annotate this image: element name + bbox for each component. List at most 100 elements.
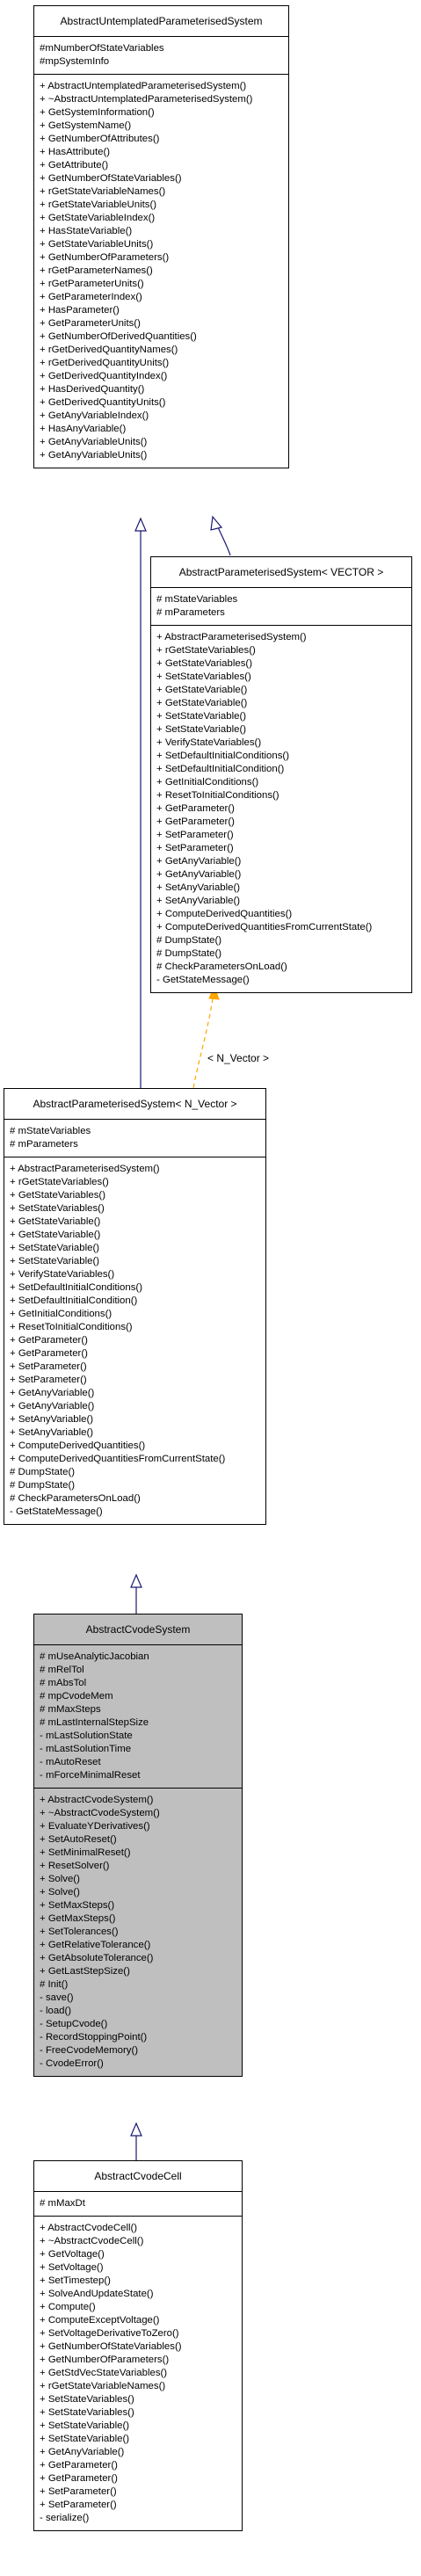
method[interactable]: + ResetToInitialConditions() <box>156 790 279 801</box>
method[interactable]: + SolveAndUpdateState() <box>40 2289 154 2299</box>
method[interactable]: + GetParameter() <box>40 2473 118 2484</box>
attribute[interactable]: # mStateVariables <box>10 1126 91 1136</box>
method[interactable]: + GetSystemInformation() <box>40 107 155 118</box>
method[interactable]: + SetParameter() <box>10 1375 87 1385</box>
method[interactable]: + EvaluateYDerivatives() <box>40 1821 150 1832</box>
attribute[interactable]: - mLastSolutionState <box>40 1731 133 1741</box>
method[interactable]: + GetStateVariables() <box>10 1190 106 1201</box>
method[interactable]: + SetStateVariables() <box>10 1203 105 1214</box>
method[interactable]: + GetAnyVariableUnits() <box>40 437 148 447</box>
method[interactable]: + GetAnyVariable() <box>156 869 242 880</box>
method[interactable]: + GetAnyVariable() <box>156 856 242 867</box>
method[interactable]: + rGetStateVariableNames() <box>40 186 166 197</box>
method[interactable]: + GetStateVariable() <box>10 1216 101 1227</box>
method[interactable]: + SetDefaultInitialConditions() <box>10 1282 143 1293</box>
method[interactable]: + GetNumberOfParameters() <box>40 2355 170 2365</box>
method[interactable]: + SetAutoReset() <box>40 1834 117 1845</box>
method[interactable]: + SetStateVariable() <box>156 724 247 735</box>
attribute[interactable]: # mLastInternalStepSize <box>40 1717 149 1728</box>
class-untemplated[interactable]: AbstractUntemplatedParameterisedSystem#m… <box>33 5 289 468</box>
attribute[interactable]: # mAbsTol <box>40 1678 87 1688</box>
method[interactable]: + rGetParameterNames() <box>40 265 153 276</box>
method[interactable]: + GetStateVariable() <box>156 685 248 695</box>
method[interactable]: # DumpState() <box>156 935 222 946</box>
method[interactable]: + ComputeDerivedQuantitiesFromCurrentSta… <box>10 1454 226 1464</box>
method[interactable]: + GetAnyVariable() <box>40 2447 125 2457</box>
method[interactable]: # DumpState() <box>10 1480 76 1491</box>
attribute[interactable]: # mpCvodeMem <box>40 1691 113 1702</box>
method[interactable]: + GetDerivedQuantityUnits() <box>40 397 166 408</box>
attribute[interactable]: # mStateVariables <box>156 594 238 605</box>
attribute[interactable]: - mLastSolutionTime <box>40 1744 132 1754</box>
method[interactable]: + GetRelativeTolerance() <box>40 1940 151 1950</box>
attribute[interactable]: # mUseAnalyticJacobian <box>40 1651 149 1662</box>
attribute[interactable]: # mParameters <box>156 607 225 618</box>
attribute[interactable]: - mForceMinimalReset <box>40 1770 141 1781</box>
method[interactable]: + SetParameter() <box>40 2486 117 2497</box>
method[interactable]: + SetTolerances() <box>40 1927 119 1937</box>
method[interactable]: - CvodeError() <box>40 2058 104 2069</box>
method[interactable]: + rGetStateVariableNames() <box>40 2381 166 2391</box>
method[interactable]: + SetStateVariable() <box>40 2434 130 2444</box>
method[interactable]: + GetAnyVariable() <box>10 1388 95 1398</box>
method[interactable]: + SetMaxSteps() <box>40 1900 115 1911</box>
method[interactable]: + GetVoltage() <box>40 2249 105 2260</box>
attribute[interactable]: # mMaxSteps <box>40 1704 101 1715</box>
method[interactable]: + SetMinimalReset() <box>40 1847 131 1858</box>
method[interactable]: + rGetDerivedQuantityUnits() <box>40 358 170 368</box>
attribute[interactable]: # mRelTol <box>40 1665 84 1675</box>
method[interactable]: + SetVoltageDerivativeToZero() <box>40 2328 179 2339</box>
method[interactable]: + SetStateVariables() <box>40 2394 134 2405</box>
attribute[interactable]: - mAutoReset <box>40 1757 101 1767</box>
method[interactable]: + SetParameter() <box>10 1361 87 1372</box>
method[interactable]: + ComputeDerivedQuantities() <box>10 1440 146 1451</box>
attribute[interactable]: #mpSystemInfo <box>40 56 110 67</box>
method[interactable]: - GetStateMessage() <box>10 1506 103 1517</box>
method[interactable]: + AbstractUntemplatedParameterisedSystem… <box>40 81 247 91</box>
attribute[interactable]: # mParameters <box>10 1139 78 1150</box>
method[interactable]: + GetParameter() <box>10 1348 88 1359</box>
method[interactable]: + rGetStateVariables() <box>156 645 256 656</box>
method[interactable]: + GetDerivedQuantityIndex() <box>40 371 168 381</box>
method[interactable]: + SetStateVariable() <box>156 711 247 722</box>
method[interactable]: + GetStateVariableUnits() <box>40 239 154 250</box>
method[interactable]: + AbstractParameterisedSystem() <box>10 1164 160 1174</box>
method[interactable]: - SetupCvode() <box>40 2019 108 2029</box>
method[interactable]: + SetAnyVariable() <box>156 896 241 906</box>
class-vector[interactable]: AbstractParameterisedSystem< VECTOR ># m… <box>150 556 412 993</box>
method[interactable]: + GetAnyVariableIndex() <box>40 410 149 421</box>
method[interactable]: + GetParameter() <box>156 803 235 814</box>
method[interactable]: + GetStateVariables() <box>156 658 253 669</box>
method[interactable]: + SetStateVariables() <box>40 2407 134 2418</box>
method[interactable]: + GetNumberOfParameters() <box>40 252 170 263</box>
method[interactable]: + GetAbsoluteTolerance() <box>40 1953 154 1963</box>
method[interactable]: - GetStateMessage() <box>156 975 250 985</box>
method[interactable]: + GetStateVariable() <box>10 1230 101 1240</box>
method[interactable]: + HasAttribute() <box>40 147 111 157</box>
method[interactable]: + GetParameterIndex() <box>40 292 142 302</box>
method[interactable]: + GetSystemName() <box>40 120 132 131</box>
method[interactable]: + HasDerivedQuantity() <box>40 384 145 395</box>
method[interactable]: + rGetParameterUnits() <box>40 279 144 289</box>
method[interactable]: + GetNumberOfDerivedQuantities() <box>40 331 197 342</box>
method[interactable]: + ComputeDerivedQuantitiesFromCurrentSta… <box>156 922 373 932</box>
method[interactable]: - save() <box>40 1992 74 2003</box>
method[interactable]: + SetStateVariables() <box>156 671 251 682</box>
method[interactable]: - FreeCvodeMemory() <box>40 2045 139 2056</box>
method[interactable]: - RecordStoppingPoint() <box>40 2032 148 2043</box>
method[interactable]: + SetStateVariable() <box>40 2420 130 2431</box>
method[interactable]: + AbstractCvodeCell() <box>40 2223 138 2233</box>
method[interactable]: + GetInitialConditions() <box>156 777 259 787</box>
method[interactable]: + GetAnyVariable() <box>10 1401 95 1411</box>
method[interactable]: - load() <box>40 2006 72 2016</box>
method[interactable]: + AbstractCvodeSystem() <box>40 1795 154 1805</box>
method[interactable]: # Init() <box>40 1979 69 1990</box>
method[interactable]: + VerifyStateVariables() <box>156 737 262 748</box>
method[interactable]: + GetParameter() <box>10 1335 88 1346</box>
method[interactable]: + SetDefaultInitialCondition() <box>10 1295 138 1306</box>
class-cvode[interactable]: AbstractCvodeSystem# mUseAnalyticJacobia… <box>33 1614 243 2077</box>
method[interactable]: + ~AbstractCvodeSystem() <box>40 1808 160 1818</box>
method[interactable]: + GetParameterUnits() <box>40 318 141 329</box>
method[interactable]: + SetStateVariable() <box>10 1243 100 1253</box>
method[interactable]: + SetParameter() <box>156 830 234 840</box>
